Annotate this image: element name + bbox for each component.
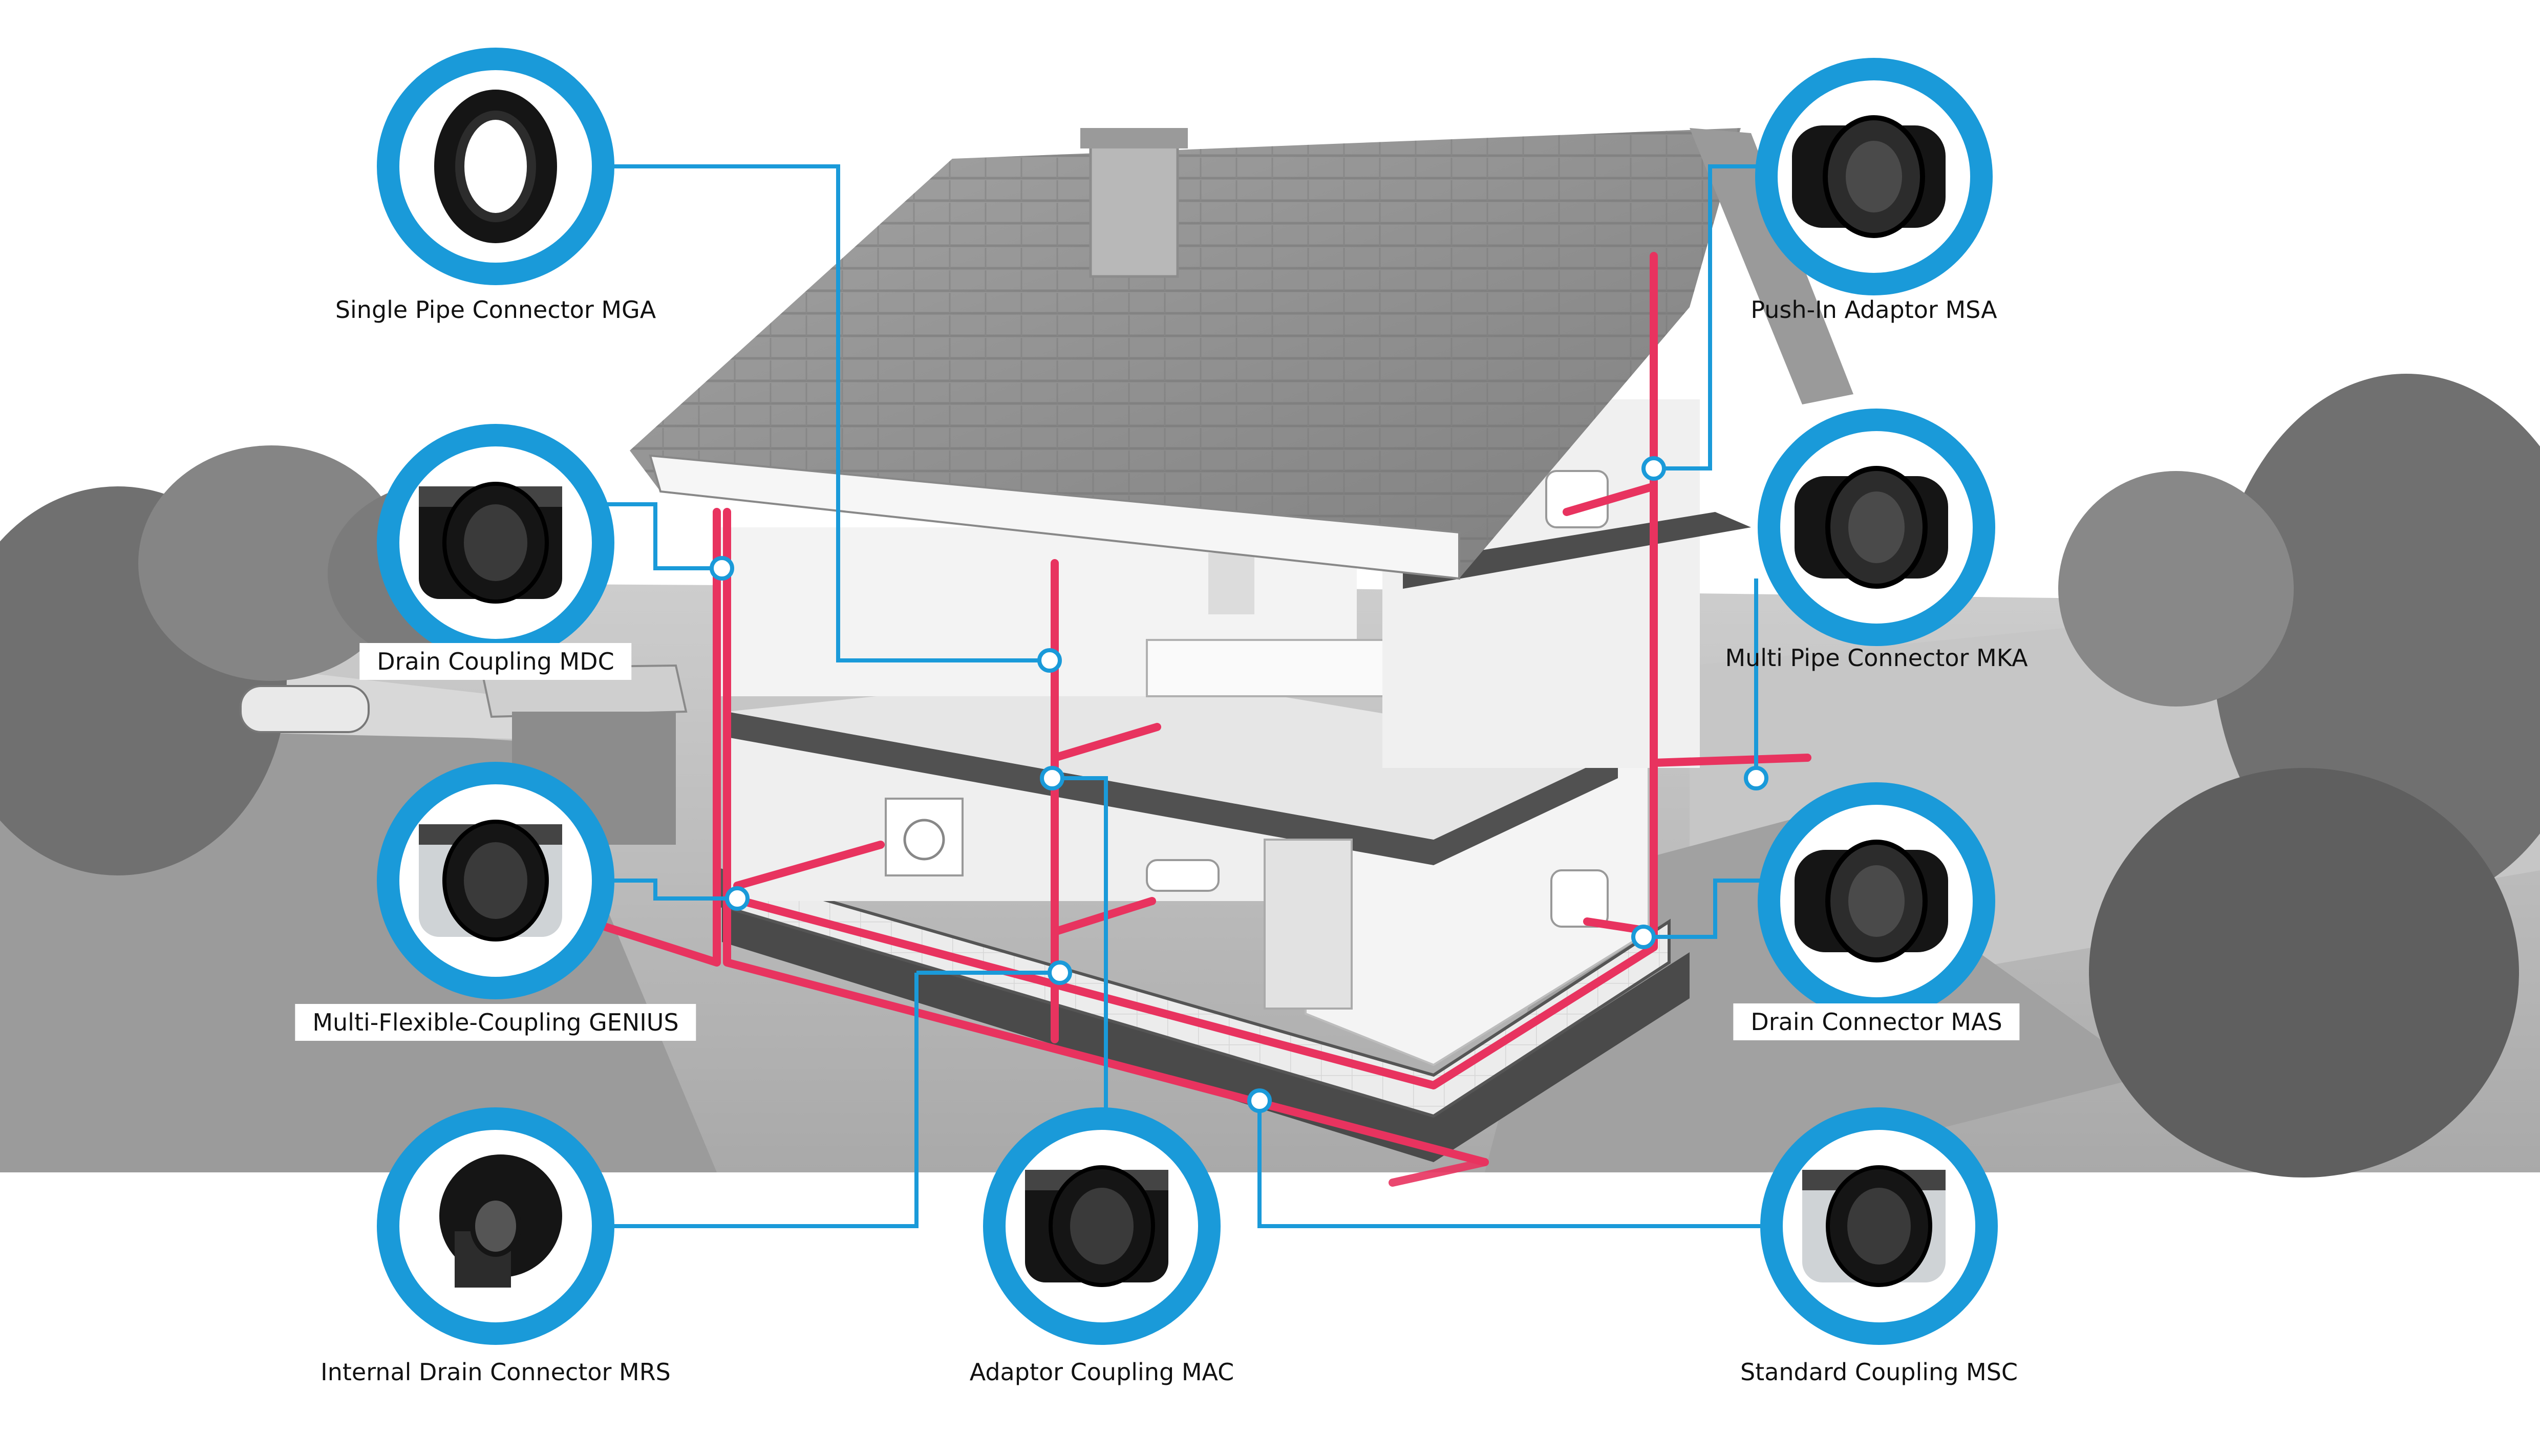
toilet-lower [1550,869,1609,928]
attic-floor [1403,512,1751,589]
callout-mdc [377,424,614,661]
standard-coupling-icon [1802,1165,1946,1287]
product-label-msc: Standard Coupling MSC [1740,1358,2018,1386]
leader-line-msc [1257,1101,1797,1228]
chimney [1089,137,1179,278]
multi-pipe-connector-icon [1795,466,1948,589]
pipe-attic-branch [1563,482,1658,516]
junction-dot-mga [1037,648,1062,673]
tree-right-2 [2089,768,2519,1177]
tree-right-3 [2058,471,2294,706]
pipe-stack-left [723,508,1489,1166]
leader-line-mga [579,164,1050,662]
leader-lines [579,164,1797,1228]
middle-floor-surface [727,671,1618,840]
push-in-adaptor-icon [1792,115,1946,238]
ground-floor-slab [720,868,1671,1118]
callout-mac [983,1107,1221,1345]
pipe-outlet [1389,1158,1489,1187]
shower-glass [1264,839,1353,1010]
callout-genius [377,762,614,999]
washing-machine [885,798,964,876]
roof-fascia [649,454,1460,580]
junction-dot-mac [1040,766,1064,790]
roof-tiles [630,128,1741,579]
callout-mas [1758,782,1995,1020]
leader-line-mas [1643,879,1761,939]
product-label-mas: Drain Connector MAS [1733,1003,2020,1040]
drain-connector-icon [1795,840,1948,962]
callout-msa [1755,58,1993,295]
roof [630,128,1853,580]
callout-mka [1758,409,1995,646]
kitchen-hood [1208,553,1254,614]
product-label-mga: Single Pipe Connector MGA [335,296,656,324]
junction-dot-msc [1247,1088,1272,1113]
single-pipe-connector-icon [434,90,557,243]
product-label-mac: Adaptor Coupling MAC [969,1358,1234,1386]
product-label-mdc: Drain Coupling MDC [359,643,632,680]
product-label-mka: Multi Pipe Connector MKA [1725,644,2028,672]
kitchen-counter [1146,639,1429,697]
adaptor-coupling-icon [1025,1165,1168,1287]
junction-dot-mrs [1048,960,1072,985]
pipe-sink-branch [1051,897,1156,936]
roof-gable-edge [1690,128,1853,404]
junction-dot-genius [725,886,750,911]
callout-mga [377,48,614,285]
leader-line-mdc [589,502,722,570]
tree-left-2 [138,445,404,681]
leader-line-mrs [579,973,919,1228]
leader-line-genius [579,879,737,901]
pipe-ground-branch [1650,754,1811,767]
pipe-first-floor-branch [1051,723,1161,762]
product-label-genius: Multi-Flexible-Coupling GENIUS [295,1004,696,1041]
junction-dot-mdc [710,556,734,581]
leader-line-msa [1654,164,1777,470]
chimney-cap [1080,128,1188,148]
junction-dot-mas [1631,925,1656,949]
multi-flexible-coupling-icon [419,820,562,941]
pipe-washer-branch [733,841,885,890]
sink [1146,859,1220,892]
pipe-downpipe-left [585,508,721,967]
drain-coupling-icon [419,482,562,604]
callout-msc [1760,1107,1998,1345]
product-label-mrs: Internal Drain Connector MRS [321,1358,671,1386]
car [240,685,370,733]
junction-dot-msa [1641,456,1666,481]
callout-mrs [377,1107,614,1345]
pipe-right-stack [738,252,1658,1089]
product-callouts [377,48,1998,1345]
product-label-msa: Push-In Adaptor MSA [1751,296,1997,324]
junction-dot-mka [1744,766,1768,790]
washing-machine-door [903,819,945,861]
leader-line-mac [1052,776,1108,1142]
internal-drain-connector-icon [439,1154,562,1288]
